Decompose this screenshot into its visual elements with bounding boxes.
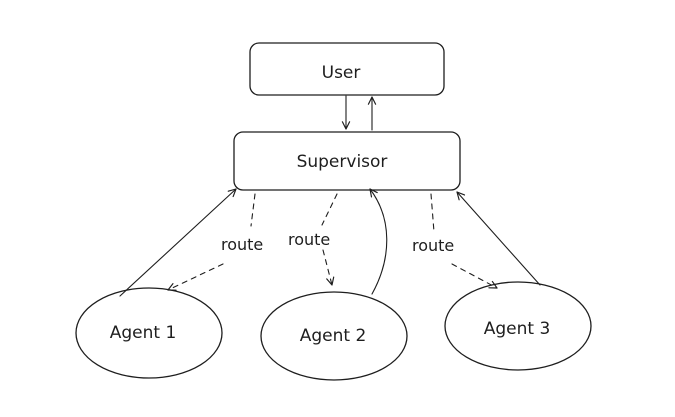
agent-1-node-label: Agent 1 — [110, 323, 177, 343]
edge-route-to-agent-1 — [168, 193, 256, 290]
agent-2-node: Agent 2 — [260, 291, 408, 381]
edge-route-to-agent-3 — [430, 193, 497, 288]
edge-agent-3-to-supervisor — [456, 191, 541, 286]
edge-route-to-agent-2 — [321, 193, 337, 285]
agent-2-node-label: Agent 2 — [300, 326, 367, 346]
supervisor-node: Supervisor — [233, 131, 461, 191]
supervisor-node-label: Supervisor — [297, 152, 388, 172]
route-label-agent-3: route — [412, 236, 454, 255]
route-label-agent-2: route — [288, 230, 330, 249]
agent-3-node: Agent 3 — [444, 281, 592, 371]
edge-agent-1-to-supervisor — [119, 188, 237, 297]
agent-1-node: Agent 1 — [75, 287, 223, 379]
agent-3-node-label: Agent 3 — [484, 319, 551, 339]
edge-agent-2-to-supervisor — [369, 188, 388, 295]
user-node-label: User — [322, 63, 361, 83]
route-label-agent-1: route — [221, 235, 263, 254]
user-node: User — [249, 42, 445, 96]
